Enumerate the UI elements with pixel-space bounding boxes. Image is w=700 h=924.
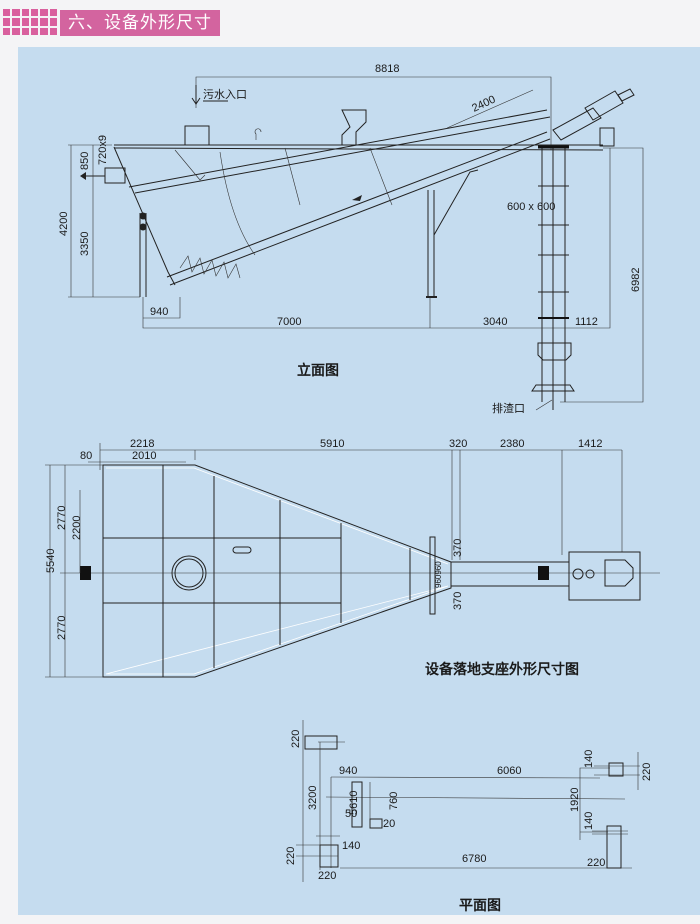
dim-20: 20 bbox=[383, 818, 395, 830]
elevation-caption: 立面图 bbox=[297, 362, 339, 379]
dim-2770-top: 2770 bbox=[56, 506, 68, 530]
plan-view: 220 3200 940 6060 5610 50 760 20 140 220… bbox=[285, 720, 653, 914]
dim-5610: 5610 bbox=[348, 791, 360, 815]
dim-6780: 6780 bbox=[462, 853, 486, 865]
dim-940: 940 bbox=[339, 765, 357, 777]
drive-motor bbox=[552, 88, 635, 147]
dim-2200: 2200 bbox=[71, 516, 83, 540]
dim-220-d: 220 bbox=[641, 763, 653, 781]
dim-2770-bottom: 2770 bbox=[56, 616, 68, 640]
drive-base bbox=[568, 551, 641, 601]
dim-720x9: 720x9 bbox=[97, 135, 109, 165]
support-plan-caption: 设备落地支座外形尺寸图 bbox=[425, 661, 579, 678]
dim-1112: 1112 bbox=[575, 316, 598, 328]
dim-3040: 3040 bbox=[483, 316, 507, 328]
dim-3350: 3350 bbox=[79, 232, 91, 256]
dim-80: 80 bbox=[80, 450, 92, 462]
elevation-view: 8818 污水入口 bbox=[58, 63, 644, 415]
dim-140-c: 140 bbox=[583, 812, 595, 830]
dim-600x600: 600 x 600 bbox=[507, 201, 555, 213]
dim-6060: 6060 bbox=[497, 765, 521, 777]
dim-50: 50 bbox=[345, 808, 357, 820]
dim-320: 320 bbox=[449, 438, 467, 450]
section-title: 六、设备外形尺寸 bbox=[60, 10, 220, 36]
dim-3200: 3200 bbox=[307, 786, 319, 810]
dim-5540: 5540 bbox=[45, 549, 57, 573]
plan-caption: 平面图 bbox=[459, 898, 501, 914]
dim-960: 960960 bbox=[434, 561, 443, 588]
left-block bbox=[80, 566, 91, 580]
dim-850: 850 bbox=[79, 152, 91, 170]
flow-arrow-icon bbox=[352, 195, 362, 201]
inlet-label: 污水入口 bbox=[203, 88, 247, 101]
dim-370-top: 370 bbox=[452, 539, 464, 557]
dim-4200: 4200 bbox=[58, 212, 70, 236]
header-grid-icon bbox=[3, 9, 57, 35]
discharge-column bbox=[531, 145, 575, 410]
right-block bbox=[538, 566, 549, 580]
dim-760: 760 bbox=[388, 792, 400, 810]
dim-370-bottom: 370 bbox=[452, 592, 464, 610]
dim-2380: 2380 bbox=[500, 438, 524, 450]
dim-220-a: 220 bbox=[290, 730, 302, 748]
inlet-arrow-icon bbox=[191, 85, 201, 105]
dim-1412: 1412 bbox=[578, 438, 602, 450]
dim-5910: 5910 bbox=[320, 438, 344, 450]
dim-220-b: 220 bbox=[285, 847, 297, 865]
dim-940: 940 bbox=[150, 306, 168, 318]
outlet-label: 排渣口 bbox=[492, 401, 525, 415]
drawing-panel bbox=[18, 47, 700, 915]
dim-7000: 7000 bbox=[277, 316, 301, 328]
dim-2010: 2010 bbox=[132, 450, 156, 462]
dim-6982: 6982 bbox=[630, 268, 642, 292]
dim-220-c: 220 bbox=[318, 870, 336, 882]
dim-2218: 2218 bbox=[130, 438, 154, 450]
dim-140-a: 140 bbox=[342, 840, 360, 852]
support-plan-view: 2218 5910 320 2380 1412 80 2010 bbox=[45, 438, 660, 678]
outlet-arrow-icon bbox=[80, 172, 86, 180]
dim-220-e: 220 bbox=[587, 857, 605, 869]
dim-1920: 1920 bbox=[569, 788, 581, 812]
dim-140-b: 140 bbox=[583, 750, 595, 768]
dim-8818: 8818 bbox=[375, 63, 399, 75]
center-bearing-ring bbox=[171, 555, 207, 591]
